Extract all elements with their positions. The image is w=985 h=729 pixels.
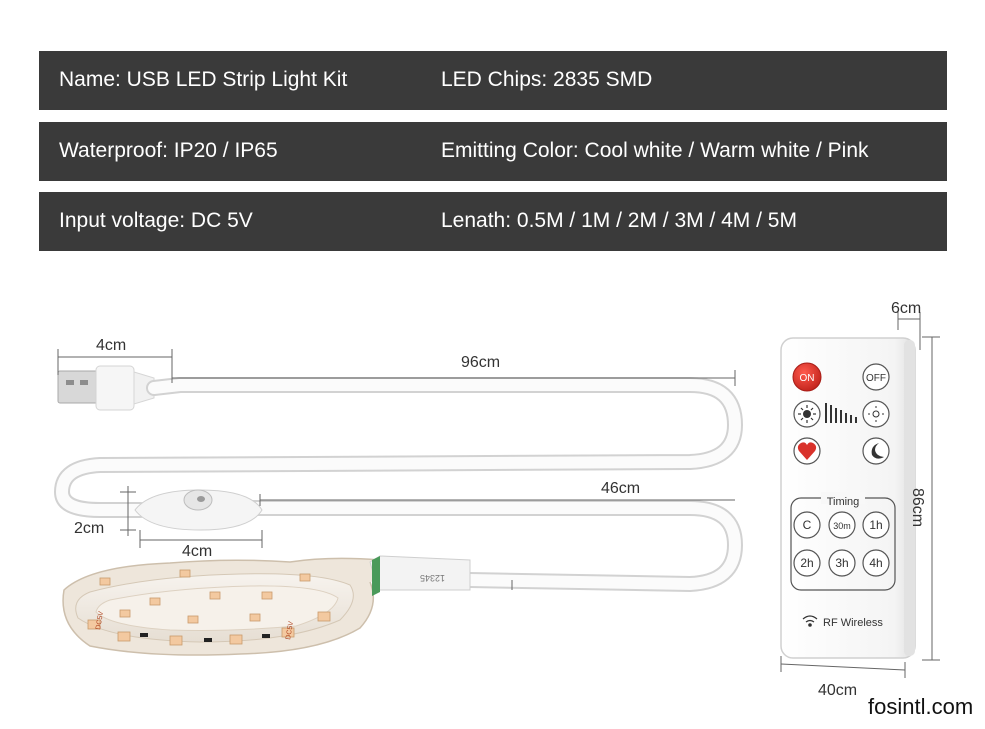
off-label: OFF	[866, 373, 886, 384]
timer-button	[828, 511, 856, 539]
strip-print-label: DC5V	[95, 610, 105, 630]
brightness-bars-icon	[825, 403, 857, 423]
on-label: ON	[800, 373, 815, 384]
spec-led-chips: LED Chips: 2835 SMD	[441, 68, 653, 91]
remote-height-label: 86cm	[909, 488, 926, 528]
spec-row-voltage: Input voltage: DC 5V Lenath: 0.5M / 1M /…	[39, 192, 947, 251]
switch-height-label: 2cm	[74, 520, 105, 537]
cable-main-length-label: 96cm	[461, 354, 501, 371]
timer-button	[793, 549, 821, 577]
off-button	[862, 363, 890, 391]
timer-buttons: C 30m 1h 2h 3h 4h	[793, 511, 890, 577]
brightness-down-button	[862, 400, 890, 428]
remote-depth-label: 6cm	[891, 300, 922, 317]
timer-button-label: 30m	[833, 521, 851, 531]
switch-width-label: 4cm	[182, 543, 213, 560]
on-button	[792, 362, 822, 392]
rf-wireless-label: RF Wireless	[823, 617, 883, 629]
moon-icon	[871, 443, 884, 459]
timer-button-label: 2h	[800, 556, 813, 570]
spec-row-name: Name: USB LED Strip Light Kit LED Chips:…	[39, 51, 947, 110]
strip-print-label-2: DC5V	[285, 620, 295, 640]
cable-second-length-label: 46cm	[601, 480, 641, 497]
timer-button-label: C	[803, 518, 812, 532]
night-button	[862, 437, 890, 465]
timer-button-label: 4h	[869, 556, 882, 570]
plug-print: 12345	[420, 573, 445, 583]
timer-button-label: 1h	[869, 518, 882, 532]
timer-button	[793, 511, 821, 539]
usb-plug	[57, 365, 155, 411]
timing-label: Timing	[827, 496, 860, 508]
timer-button-label: 3h	[835, 556, 848, 570]
watermark: fosintl.com	[868, 694, 974, 719]
usb-length-label: 4cm	[96, 337, 127, 354]
remote-width-label: 40cm	[818, 682, 858, 699]
dimension-lines	[57, 312, 940, 678]
sun-bright-icon	[798, 405, 816, 423]
led-strip-coil: DC5V DC5V 12345	[62, 555, 471, 656]
timer-button	[862, 511, 890, 539]
spec-row-waterproof: Waterproof: IP20 / IP65 Emitting Color: …	[39, 122, 947, 181]
wireless-icon	[802, 615, 818, 627]
sun-dim-icon	[868, 406, 884, 422]
inline-switch	[134, 489, 263, 531]
timer-button	[862, 549, 890, 577]
spec-emitting-color: Emitting Color: Cool white / Warm white …	[441, 139, 869, 162]
spec-name: Name: USB LED Strip Light Kit	[59, 68, 348, 91]
spec-input-voltage: Input voltage: DC 5V	[59, 209, 253, 232]
spec-length: Lenath: 0.5M / 1M / 2M / 3M / 4M / 5M	[441, 209, 797, 232]
remote-control: ON OFF	[780, 337, 916, 659]
heart-pulse-icon	[797, 442, 817, 460]
spec-waterproof: Waterproof: IP20 / IP65	[59, 139, 278, 162]
timer-button	[828, 549, 856, 577]
cable	[54, 377, 743, 592]
